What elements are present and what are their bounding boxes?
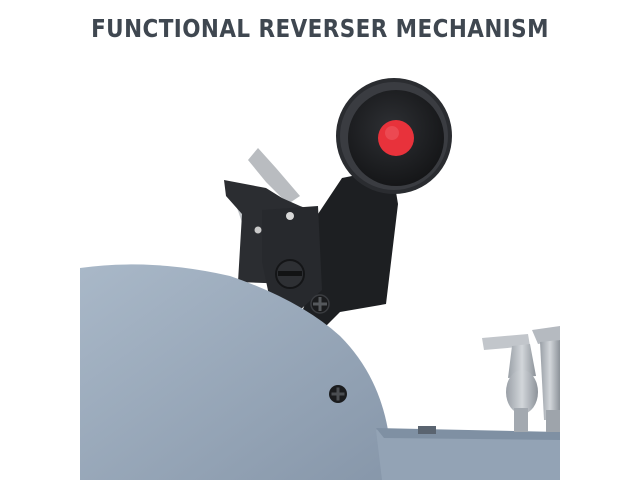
page-title: FUNCTIONAL REVERSER MECHANISM xyxy=(91,14,549,43)
housing xyxy=(80,264,560,480)
screw-icon xyxy=(310,294,330,314)
screw-icon xyxy=(275,259,305,289)
switch-levers-icon xyxy=(482,326,560,432)
pin-icon xyxy=(254,226,262,234)
pin-icon xyxy=(286,212,294,220)
reverser-knob-icon xyxy=(336,78,452,194)
lever-assembly xyxy=(224,168,398,332)
screw-icon xyxy=(329,385,347,403)
